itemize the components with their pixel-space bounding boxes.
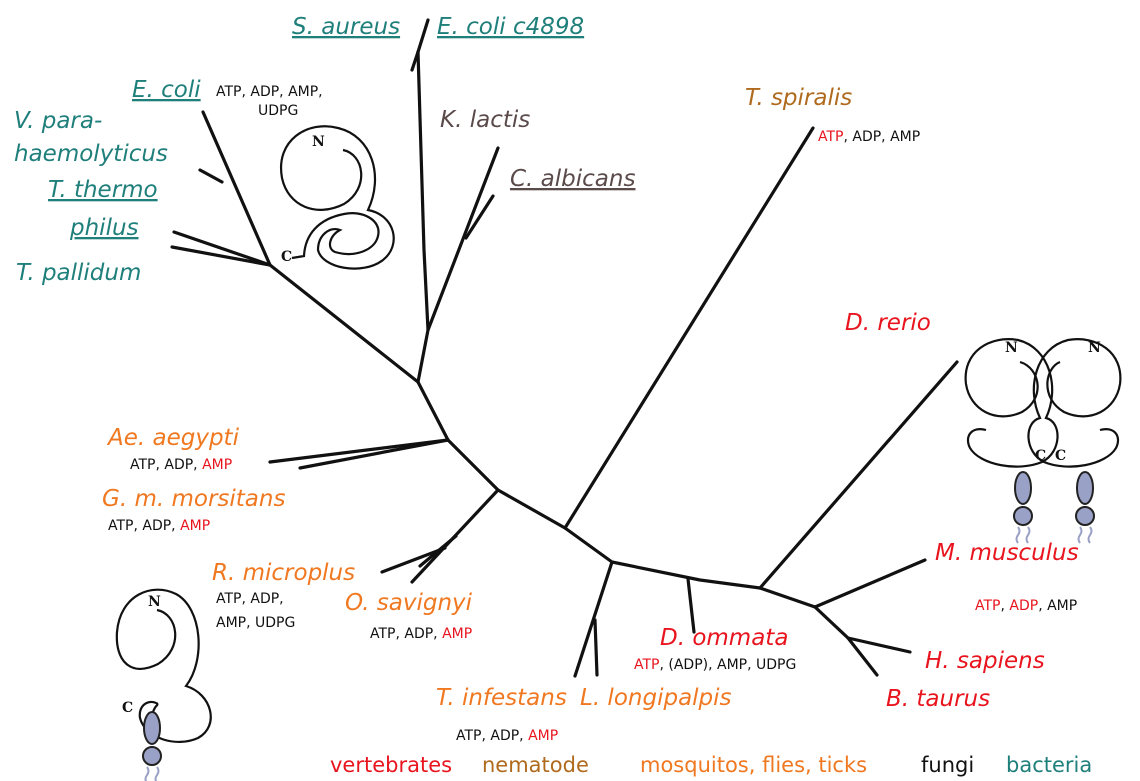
branch-drerio	[760, 362, 957, 588]
substrate-atp-highlight: ATP	[634, 657, 659, 673]
label-h-sapiens: H. sapiens	[925, 648, 1045, 674]
branch-savignyi	[420, 536, 456, 566]
substrates-g-morsitans: ATP, ADP, AMP	[108, 518, 210, 534]
substrate-prefix: ATP, ADP,	[108, 518, 180, 534]
substrate-rest: , AMP	[1038, 598, 1077, 614]
substrate-separator: ,	[1000, 598, 1009, 614]
label-r-microplus: R. microplus	[212, 560, 355, 586]
label-l-longipalpis: L. longipalpis	[580, 685, 732, 711]
label-g-morsitans: G. m. morsitans	[102, 486, 285, 512]
label-d-ommata: D. ommata	[660, 625, 788, 651]
substrate-amp-highlight: AMP	[528, 728, 558, 744]
c-terminus-label-left: C	[1035, 448, 1046, 464]
label-t-thermophilus-line1: T. thermo	[48, 177, 158, 203]
protein-diagram-bacterial: N C	[281, 126, 394, 268]
branch-linfestans	[595, 620, 597, 675]
n-terminus-label-right: N	[1088, 340, 1101, 356]
c-terminus-label-right: C	[1055, 448, 1066, 464]
c-terminus-label: C	[122, 700, 133, 716]
branch-bacteria-stem	[270, 265, 418, 382]
label-v-parahaemolyticus-line2: haemolyticus	[14, 141, 168, 167]
label-v-parahaemolyticus-line1: V. para-	[14, 108, 102, 134]
substrates-d-ommata: ATP, (ADP), AMP, UDPG	[634, 657, 796, 673]
label-ae-aegypti: Ae. aegypti	[106, 425, 240, 451]
substrate-rest: , ADP, AMP	[843, 129, 920, 145]
substrates-e-coli-line2: UDPG	[258, 103, 298, 119]
label-t-spiralis: T. spiralis	[745, 85, 852, 111]
label-c-albicans: C. albicans	[510, 166, 635, 192]
substrate-amp-highlight: AMP	[180, 518, 210, 534]
protein-diagram-vertebrate: N N C C	[966, 339, 1121, 543]
substrates-r-microplus-line2: AMP, UDPG	[216, 615, 295, 631]
branch-aegypti	[270, 440, 448, 462]
label-d-rerio: D. rerio	[845, 310, 931, 336]
branch-trunk-main	[418, 382, 815, 607]
substrates-r-microplus-line1: ATP, ADP,	[216, 591, 284, 607]
n-terminus-label: N	[312, 134, 325, 150]
substrate-prefix: ATP, ADP,	[370, 626, 442, 642]
n-terminus-label: N	[148, 594, 161, 610]
label-k-lactis: K. lactis	[440, 107, 530, 133]
label-s-aureus: S. aureus	[292, 14, 400, 40]
legend-vertebrates: vertebrates	[330, 753, 452, 777]
legend-insects: mosquitos, flies, ticks	[640, 753, 867, 777]
substrate-amp-highlight: AMP	[202, 457, 232, 473]
legend-bacteria: bacteria	[1006, 753, 1092, 777]
substrate-rest: , (ADP), AMP, UDPG	[659, 657, 796, 673]
color-legend: vertebrates nematode mosquitos, flies, t…	[330, 753, 1092, 777]
c-terminus-label: C	[281, 249, 292, 265]
branch-klactis	[428, 148, 498, 330]
label-t-thermophilus-line2: philus	[69, 215, 139, 241]
substrate-prefix: ATP, ADP,	[456, 728, 528, 744]
substrate-atp-highlight: ATP	[975, 598, 1000, 614]
substrate-adp-highlight: ADP	[1009, 598, 1038, 614]
substrates-ae-aegypti: ATP, ADP, AMP	[130, 457, 232, 473]
branch-vpara	[200, 170, 222, 182]
branch-fungi-stem	[418, 52, 428, 382]
branch-musculus	[815, 560, 925, 607]
label-t-pallidum: T. pallidum	[16, 260, 141, 286]
legend-fungi: fungi	[921, 753, 974, 777]
branch-sandfly-stem	[575, 562, 612, 676]
branch-ecoli-c4898	[418, 20, 428, 52]
branch-bacteria-upper	[203, 112, 270, 265]
branch-mammal-stem	[815, 607, 848, 638]
substrates-t-infestans: ATP, ADP, AMP	[456, 728, 558, 744]
protein-diagram-insect: N C	[117, 590, 211, 781]
label-m-musculus: M. musculus	[935, 540, 1079, 566]
label-t-infestans: T. infestans	[436, 685, 567, 711]
legend-nematode: nematode	[482, 753, 589, 777]
substrates-m-musculus: ATP, ADP, AMP	[975, 598, 1077, 614]
substrate-atp-highlight: ATP	[818, 129, 843, 145]
label-e-coli: E. coli	[132, 77, 201, 103]
label-b-taurus: B. taurus	[886, 686, 990, 712]
substrate-prefix: ATP, ADP,	[130, 457, 202, 473]
substrates-e-coli-line1: ATP, ADP, AMP,	[216, 84, 323, 100]
substrates-o-savignyi: ATP, ADP, AMP	[370, 626, 472, 642]
n-terminus-label-left: N	[1005, 340, 1018, 356]
label-o-savignyi: O. savignyi	[345, 590, 473, 616]
label-e-coli-c4898: E. coli c4898	[437, 14, 584, 40]
substrate-amp-highlight: AMP	[442, 626, 472, 642]
substrates-t-spiralis: ATP, ADP, AMP	[818, 129, 920, 145]
